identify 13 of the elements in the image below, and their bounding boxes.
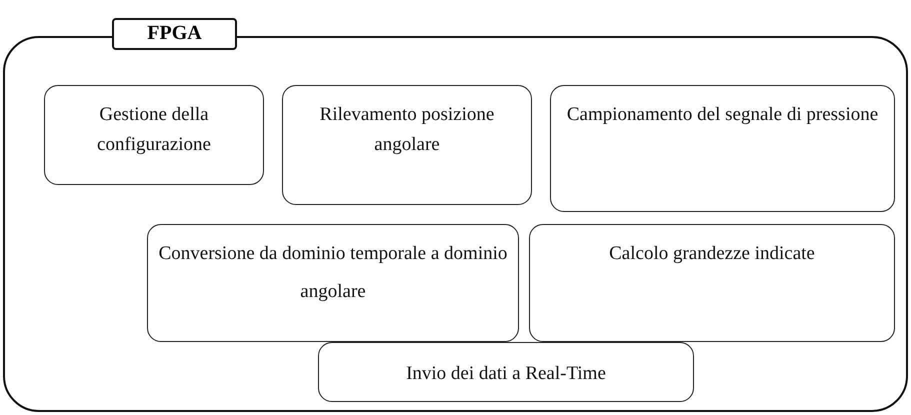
box-label: Invio dei dati a Real-Time xyxy=(405,362,607,386)
box-label: Gestione della configurazione xyxy=(96,103,212,158)
box-label: Conversione da dominio temporale a dominio angolare xyxy=(158,242,508,304)
process-box xyxy=(550,85,895,212)
process-box xyxy=(44,85,264,185)
box-label: Rilevamento posizione angolare xyxy=(318,103,496,158)
process-box xyxy=(318,342,694,402)
process-box xyxy=(529,224,895,342)
box-label: Calcolo grandezze indicate xyxy=(608,242,816,266)
process-box xyxy=(147,224,519,342)
process-box xyxy=(282,85,532,205)
box-label: Campionamento del segnale di pressione xyxy=(566,103,880,127)
container-title: FPGA xyxy=(112,18,237,50)
